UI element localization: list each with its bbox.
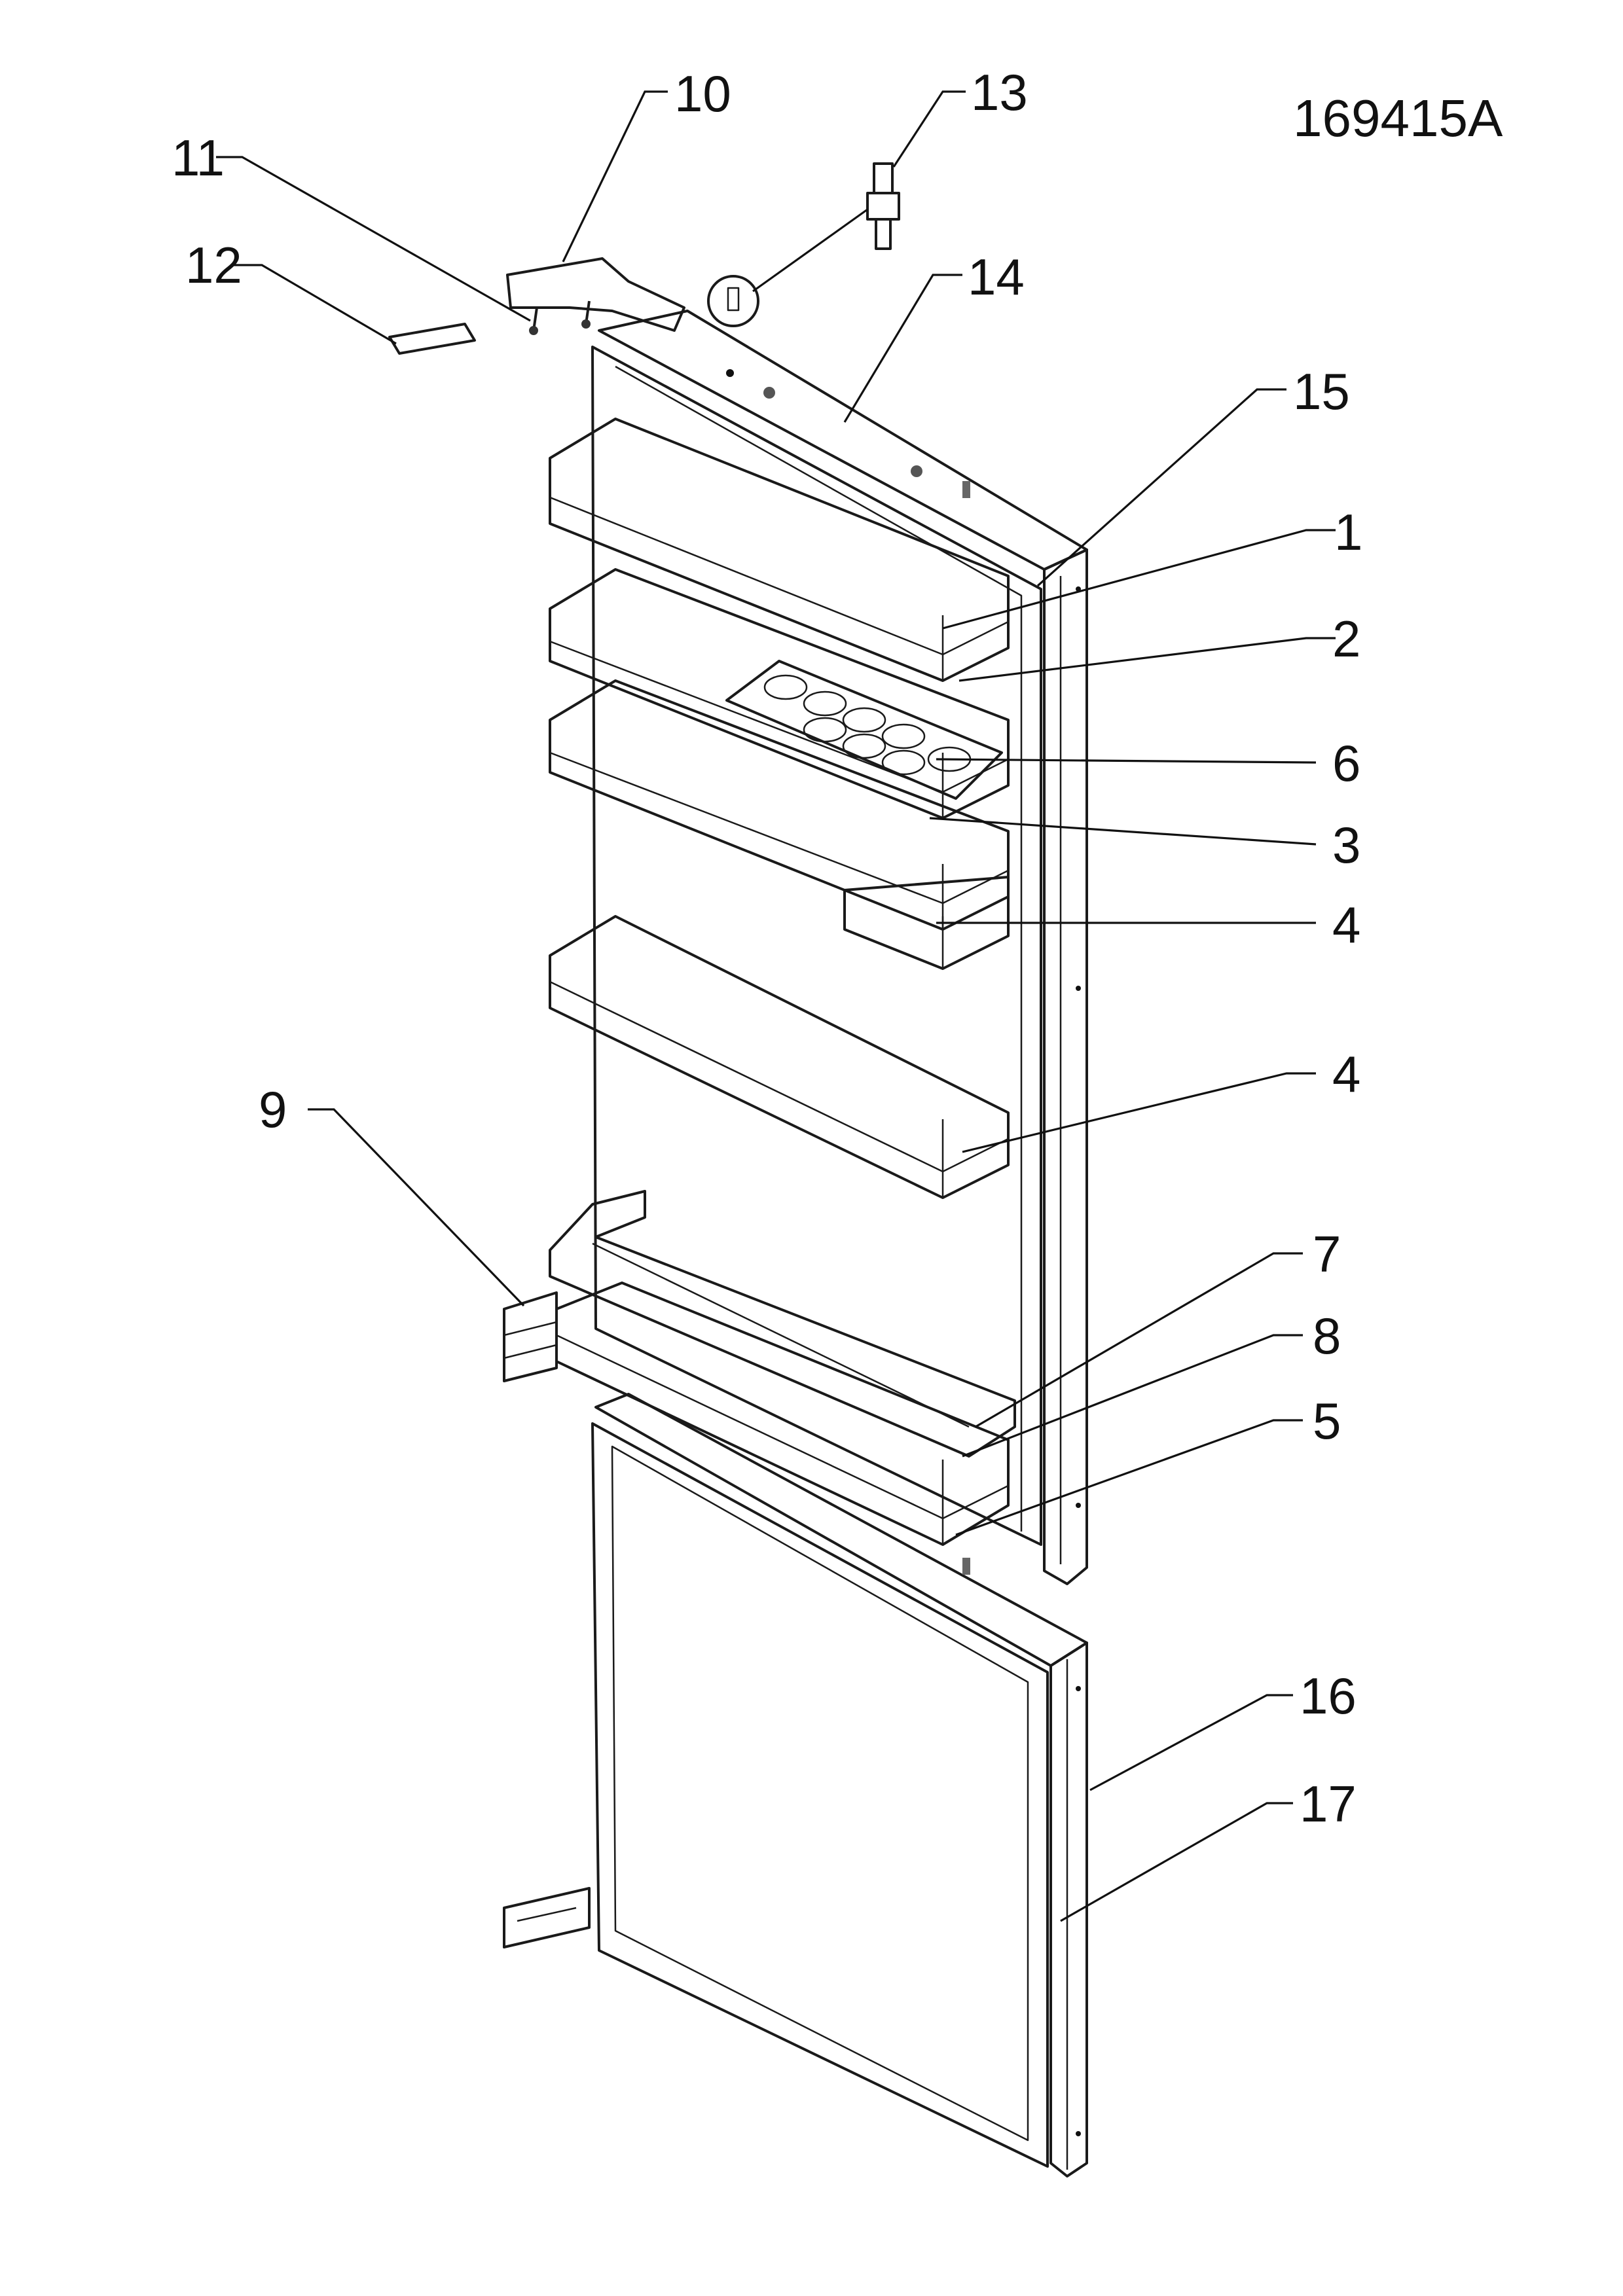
callout-6: 6 xyxy=(1332,734,1360,792)
callout-13: 13 xyxy=(971,63,1028,121)
leader-lines xyxy=(216,90,1336,1922)
upper-door xyxy=(591,310,1088,1585)
callout-14: 14 xyxy=(968,248,1025,306)
callout-4a: 4 xyxy=(1332,896,1360,954)
callout-17: 17 xyxy=(1300,1775,1357,1833)
callout-15: 15 xyxy=(1293,363,1350,420)
callout-12: 12 xyxy=(185,236,242,294)
callout-1: 1 xyxy=(1334,503,1362,561)
upper-door-side-rail xyxy=(1043,548,1088,1585)
callout-5: 5 xyxy=(1313,1392,1341,1450)
lower-door-panel xyxy=(591,1422,1049,2168)
door-shelf-1 xyxy=(549,418,1010,682)
bottom-hinge xyxy=(503,1887,591,1948)
callout-2: 2 xyxy=(1332,610,1360,668)
lower-door xyxy=(591,1393,1088,2178)
door-shelf-4-upper xyxy=(843,876,1010,970)
lower-door-top-rail xyxy=(594,1393,1088,1667)
bottle-rail xyxy=(549,1190,1016,1458)
egg-tray xyxy=(725,660,1003,800)
callout-4b: 4 xyxy=(1332,1045,1360,1103)
callout-11: 11 xyxy=(172,129,225,187)
middle-hinge xyxy=(503,1291,558,1382)
door-top-rail xyxy=(598,310,1088,571)
callout-16: 16 xyxy=(1300,1667,1357,1725)
callout-9: 9 xyxy=(259,1081,287,1138)
callout-3: 3 xyxy=(1332,816,1360,874)
bottle-shelf xyxy=(555,1282,1010,1546)
callout-8: 8 xyxy=(1313,1307,1341,1365)
callout-10: 10 xyxy=(674,65,731,122)
callout-labels: 10 11 12 13 14 15 1 2 6 3 4 4 9 7 8 5 16… xyxy=(172,63,1362,1833)
door-shelf-4-lower xyxy=(549,915,1010,1199)
door-shelf-2 xyxy=(549,568,1010,819)
top-hinge xyxy=(506,257,685,335)
hinge-cover xyxy=(388,323,476,355)
door-shelf-3 xyxy=(549,679,1010,931)
upper-door-liner xyxy=(591,346,1042,1546)
callout-7: 7 xyxy=(1313,1225,1341,1283)
reference-code: 169415A xyxy=(1293,89,1503,147)
door-pin xyxy=(707,162,900,327)
